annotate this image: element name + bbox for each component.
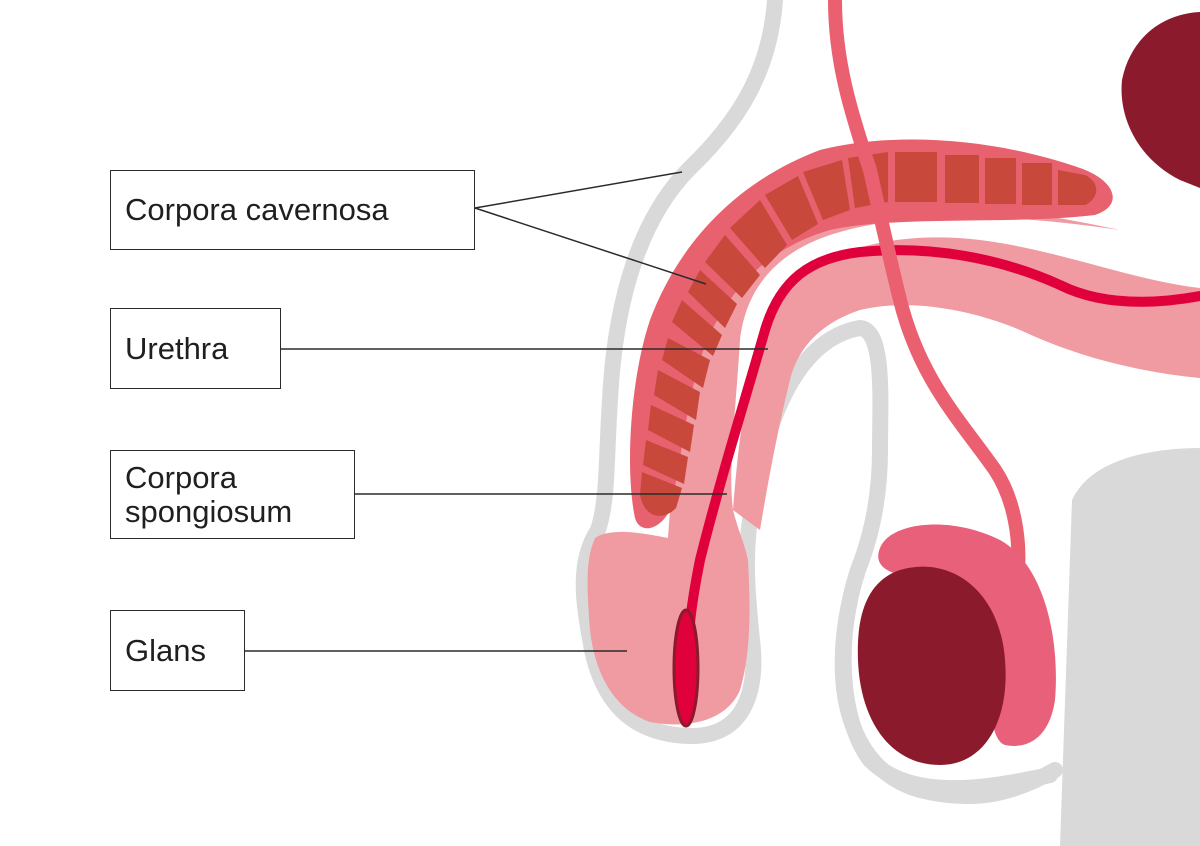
cavernosa-segment: [654, 370, 700, 420]
leader-lines: [245, 171, 768, 652]
urethral-meatus: [672, 608, 700, 728]
cavernosa-segment: [1058, 170, 1097, 205]
label-corpora-spongiosum-text: Corpora spongiosum: [125, 459, 293, 529]
cavernosa-segment: [803, 160, 850, 220]
cavernosa-segment: [648, 405, 694, 452]
testis: [857, 566, 1006, 765]
urethra: [683, 245, 1200, 665]
label-corpora-cavernosa: Corpora cavernosa: [110, 170, 475, 250]
cavernosa-segment: [765, 176, 818, 240]
vas-deferens: [828, 0, 1026, 577]
skin-outline: [575, 0, 1058, 797]
cavernosa-segment: [730, 200, 787, 268]
bladder: [1121, 12, 1200, 188]
cavernosa-segment: [672, 300, 722, 356]
label-urethra-text: Urethra: [125, 330, 229, 366]
cavernosa-segment: [662, 338, 710, 388]
cavernosa-segment: [688, 270, 737, 328]
label-glans: Glans: [110, 610, 245, 691]
scrotum-outline: [834, 592, 1063, 805]
label-urethra: Urethra: [110, 308, 281, 389]
cavernosa-segment: [643, 440, 688, 484]
cavernosa-segment: [985, 158, 1016, 204]
corpus-spongiosum: [587, 207, 1200, 725]
label-corpora-spongiosum: Corpora spongiosum: [110, 450, 355, 539]
cavernosa-segment: [945, 155, 979, 203]
leader-line-cavernosa-upper: [474, 171, 683, 209]
cavernosa-segment: [705, 235, 760, 298]
label-corpora-cavernosa-text: Corpora cavernosa: [125, 192, 389, 227]
cavernosa-segment: [895, 152, 937, 202]
cavernosa-segment: [1022, 163, 1052, 205]
body-region: [1060, 448, 1200, 846]
leader-line-cavernosa-lower: [474, 207, 707, 285]
label-glans-text: Glans: [125, 632, 206, 668]
